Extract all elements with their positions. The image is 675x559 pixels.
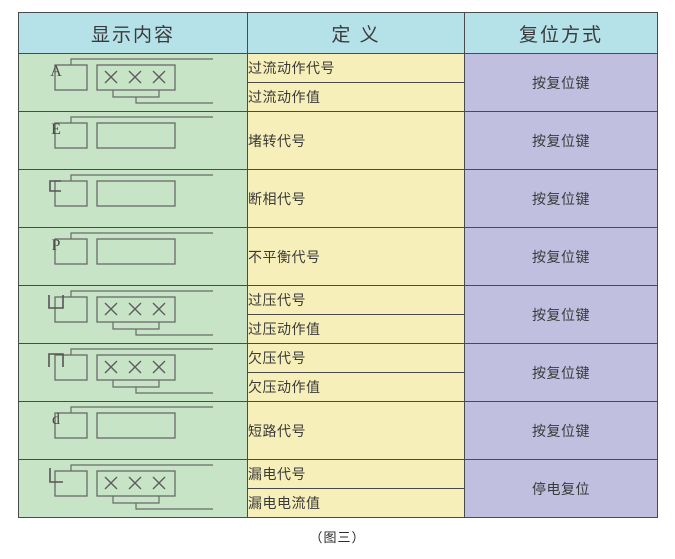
table-row: 漏电电流值 xyxy=(19,488,658,518)
table-row: P 不平衡代号按复位键 xyxy=(18,227,658,286)
display-code-with-value-icon xyxy=(47,289,213,336)
display-cell xyxy=(18,459,248,518)
table-row: d 短路代号按复位键 xyxy=(18,401,658,460)
table-row: 断相代号按复位键 xyxy=(18,169,658,228)
svg-text:E: E xyxy=(51,121,61,138)
table-row: 漏电代号停电复位 xyxy=(18,459,658,518)
display-cell xyxy=(18,343,248,402)
display-icon-wrap: P xyxy=(41,231,226,283)
reset-method-cell: 按复位键 xyxy=(464,227,658,286)
column-header-display: 显示内容 xyxy=(18,12,248,54)
display-code-only-icon: d xyxy=(52,405,213,439)
reset-method-cell: 按复位键 xyxy=(464,401,658,460)
definition-cell: 过流动作代号 xyxy=(247,53,465,83)
reset-method-cell: 按复位键 xyxy=(464,343,658,402)
display-icon-wrap xyxy=(41,289,226,341)
definition-cell: 短路代号 xyxy=(247,401,465,460)
display-cell xyxy=(18,285,248,344)
svg-text:A: A xyxy=(50,63,62,80)
display-cell: A xyxy=(18,53,248,112)
display-cell: E xyxy=(18,111,248,170)
definition-cell: 漏电电流值 xyxy=(247,488,465,518)
table-row: 过压动作值 xyxy=(19,314,658,344)
display-icon-wrap: d xyxy=(41,405,226,457)
display-code-only-icon: E xyxy=(51,115,213,149)
table-row: 过流动作值 xyxy=(19,82,658,112)
table-row: 欠压代号按复位键 xyxy=(18,343,658,402)
display-code-only-icon xyxy=(48,173,213,207)
definition-cell: 过流动作值 xyxy=(247,82,465,112)
definition-cell: 堵转代号 xyxy=(247,111,465,170)
figure-caption: （图三） xyxy=(309,530,366,545)
display-icon-wrap: E xyxy=(41,115,226,167)
display-icon-wrap xyxy=(41,347,226,399)
table-row: E 堵转代号按复位键 xyxy=(18,111,658,170)
table-row: 过压代号按复位键 xyxy=(18,285,658,344)
display-code-with-value-icon xyxy=(47,347,213,394)
definition-cell: 欠压动作值 xyxy=(247,372,465,402)
display-icon-wrap xyxy=(41,173,226,225)
display-code-with-value-icon: A xyxy=(50,57,213,104)
table-row: A 过流动作代号按复位键 xyxy=(18,53,658,112)
definition-cell: 欠压代号 xyxy=(247,343,465,373)
reset-method-cell: 按复位键 xyxy=(464,111,658,170)
definition-cell: 漏电代号 xyxy=(247,459,465,489)
reset-method-cell: 按复位键 xyxy=(464,285,658,344)
display-icon-wrap xyxy=(41,463,226,515)
table-row: 欠压动作值 xyxy=(19,372,658,402)
column-header-reset: 复位方式 xyxy=(464,12,658,54)
display-code-only-icon: P xyxy=(51,231,213,265)
table-header: 显示内容 定 义 复位方式 xyxy=(18,12,658,54)
definition-cell: 过压动作值 xyxy=(247,314,465,344)
header-row: 显示内容 定 义 复位方式 xyxy=(18,12,658,54)
display-cell xyxy=(18,169,248,228)
reset-method-cell: 按复位键 xyxy=(464,53,658,112)
definition-cell: 过压代号 xyxy=(247,285,465,315)
reset-method-cell: 按复位键 xyxy=(464,169,658,228)
svg-text:P: P xyxy=(51,237,60,254)
display-cell: P xyxy=(18,227,248,286)
display-code-with-value-icon xyxy=(48,463,213,510)
definition-cell: 断相代号 xyxy=(247,169,465,228)
definition-cell: 不平衡代号 xyxy=(247,227,465,286)
display-icon-wrap: A xyxy=(41,57,226,109)
display-cell: d xyxy=(18,401,248,460)
svg-text:d: d xyxy=(52,411,60,428)
reset-method-cell: 停电复位 xyxy=(464,459,658,518)
column-header-definition: 定 义 xyxy=(247,12,465,54)
